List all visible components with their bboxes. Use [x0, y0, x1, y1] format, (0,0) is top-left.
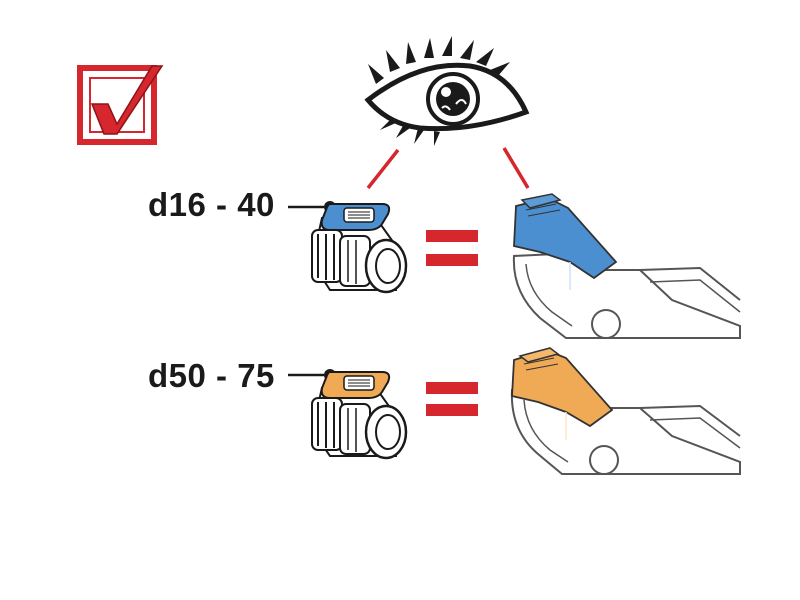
- eye-icon: [364, 36, 530, 146]
- size-label-d16-40: d16 - 40: [148, 186, 275, 223]
- checkbox-checked-icon: [77, 65, 164, 145]
- press-tool-jaw-icon: [512, 193, 741, 339]
- equals-icon: [426, 230, 478, 266]
- equals-icon: [426, 382, 478, 416]
- press-tool-jaw-icon: [510, 347, 741, 475]
- fitting-connector-icon: [310, 203, 408, 294]
- size-label-d50-75: d50 - 75: [148, 357, 275, 394]
- sight-lines: [366, 147, 530, 190]
- fitting-connector-icon: [310, 371, 408, 460]
